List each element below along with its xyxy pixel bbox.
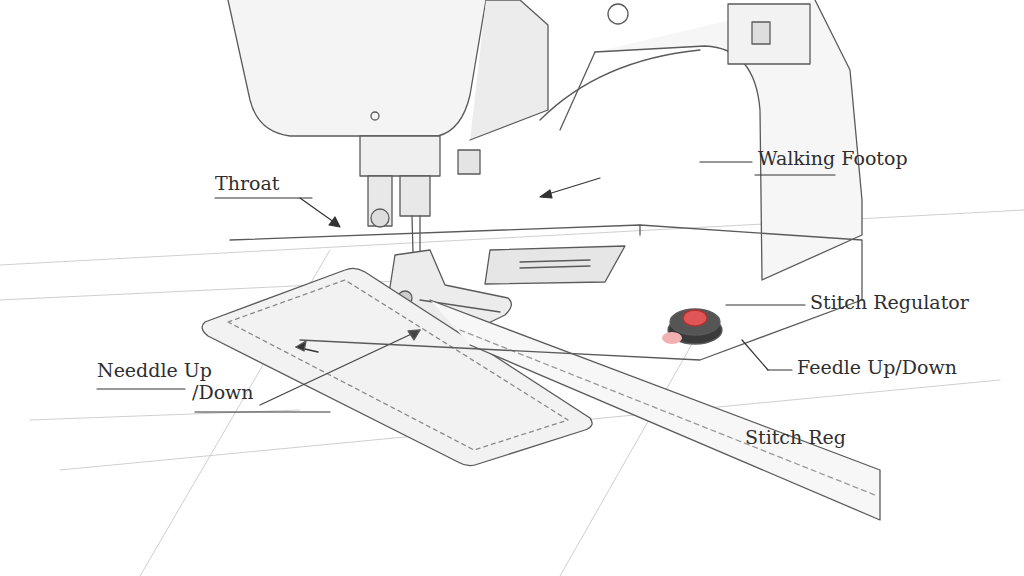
part-label: Stitch Reg [745, 427, 846, 449]
part-label: Walking Footop [758, 148, 908, 170]
part-label: Stitch Regulator [810, 292, 969, 314]
part-label: Needdle Up /Down [97, 360, 266, 404]
part-label: Throat [215, 173, 279, 195]
part-label: Feedle Up/Down [797, 357, 957, 379]
